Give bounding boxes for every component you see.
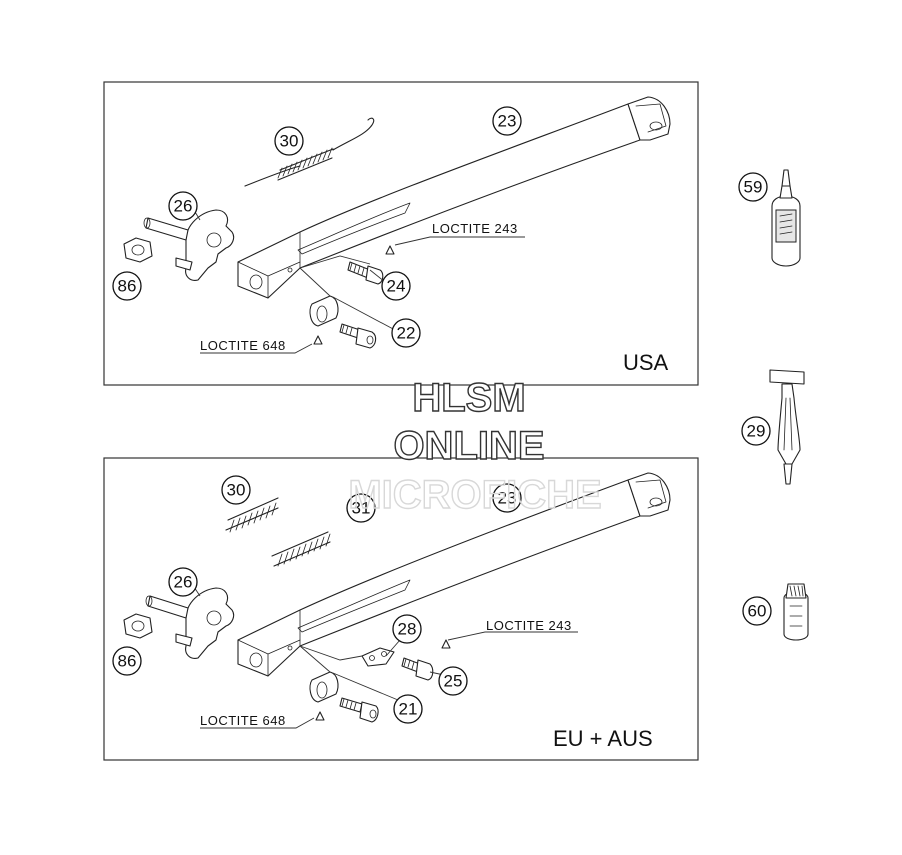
svg-text:23: 23 <box>498 489 517 508</box>
side-stand-drawing <box>237 472 671 677</box>
note-loctite-243: LOCTITE 243 <box>432 221 518 236</box>
panel-usa-frame <box>103 81 699 386</box>
callout-28[interactable]: 28 <box>392 614 422 644</box>
note-loctite-648: LOCTITE 648 <box>200 338 286 353</box>
watermark-line1: HLSM <box>412 376 525 420</box>
svg-text:30: 30 <box>227 481 246 500</box>
bolt-25-drawing <box>401 639 451 681</box>
side-parts: 59 29 60 <box>738 169 809 641</box>
callout-26[interactable]: 26 <box>168 567 198 597</box>
callout-86[interactable]: 86 <box>112 271 142 301</box>
callout-24[interactable]: 24 <box>381 271 411 301</box>
panel-eu-aus-frame <box>103 457 699 761</box>
svg-text:59: 59 <box>744 178 763 197</box>
note-loctite-243: LOCTITE 243 <box>486 618 572 633</box>
svg-text:22: 22 <box>397 324 416 343</box>
callout-26[interactable]: 26 <box>168 191 198 221</box>
washer-28-drawing <box>361 647 395 667</box>
svg-text:23: 23 <box>498 112 517 131</box>
cam-drawing <box>145 587 235 659</box>
note-loctite-648: LOCTITE 648 <box>200 713 286 728</box>
callout-60[interactable]: 60 <box>742 596 772 626</box>
svg-text:86: 86 <box>118 277 137 296</box>
svg-text:26: 26 <box>174 573 193 592</box>
callout-22[interactable]: 22 <box>391 318 421 348</box>
cam-drawing <box>143 209 235 281</box>
svg-text:29: 29 <box>747 422 766 441</box>
callout-59[interactable]: 59 <box>738 172 768 202</box>
callout-23[interactable]: 23 <box>492 483 522 513</box>
callout-21[interactable]: 21 <box>393 694 423 724</box>
region-label-usa: USA <box>623 350 669 375</box>
callout-30[interactable]: 30 <box>221 475 251 505</box>
watermark: HLSM ONLINE MICROFICHE <box>348 375 603 517</box>
svg-text:26: 26 <box>174 197 193 216</box>
bushing-22-drawing <box>299 267 396 349</box>
tool-drawing <box>769 369 805 485</box>
spring-30-drawing <box>225 497 279 533</box>
spring-drawing <box>244 117 375 187</box>
svg-text:31: 31 <box>352 499 371 518</box>
nut-drawing <box>123 237 153 263</box>
grease-tube-drawing <box>783 583 809 641</box>
svg-text:86: 86 <box>118 652 137 671</box>
callout-25[interactable]: 25 <box>438 666 468 696</box>
loctite-bottle-drawing <box>771 169 801 267</box>
svg-text:60: 60 <box>748 602 767 621</box>
callout-86[interactable]: 86 <box>112 646 142 676</box>
callout-23[interactable]: 23 <box>492 106 522 136</box>
bolt-24-drawing <box>299 245 395 285</box>
svg-text:28: 28 <box>398 620 417 639</box>
watermark-line3: MICROFICHE <box>348 473 601 517</box>
spring-31-drawing <box>271 531 331 567</box>
nut-drawing <box>123 613 153 639</box>
region-label-eu-aus: EU + AUS <box>553 726 653 751</box>
panel-eu-aus: LOCTITE 243 LOCTITE 648 EU + AUS 30 31 2… <box>103 457 699 761</box>
svg-text:25: 25 <box>444 672 463 691</box>
svg-text:21: 21 <box>399 700 418 719</box>
panel-usa: LOCTITE 243 LOCTITE 648 USA 30 23 26 86 … <box>103 81 699 386</box>
watermark-line2: ONLINE <box>393 424 544 468</box>
side-stand-drawing <box>237 96 671 299</box>
callout-31[interactable]: 31 <box>346 493 376 523</box>
svg-text:24: 24 <box>387 277 406 296</box>
callout-29[interactable]: 29 <box>741 416 771 446</box>
bushing-21-drawing <box>309 671 379 723</box>
svg-text:30: 30 <box>280 132 299 151</box>
callout-30[interactable]: 30 <box>274 126 304 156</box>
